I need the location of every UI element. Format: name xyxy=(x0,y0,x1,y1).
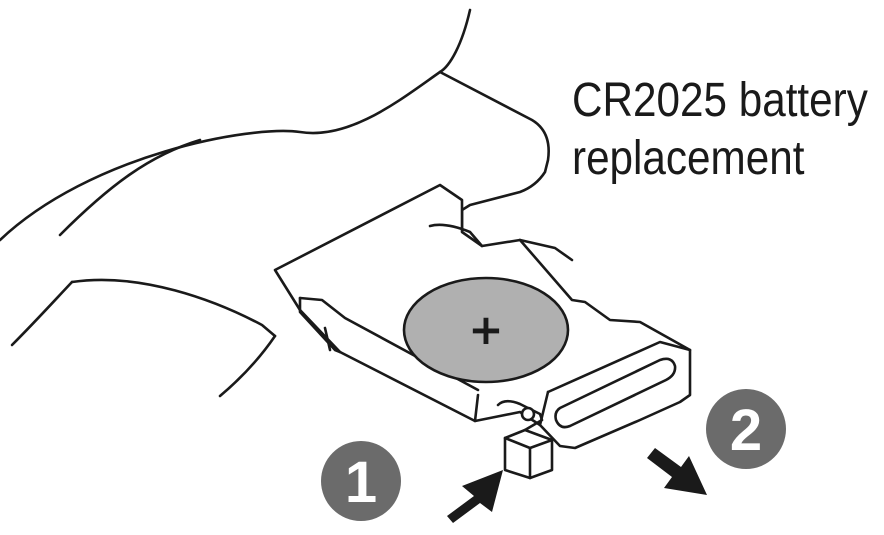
step-2-pull-arrow-icon xyxy=(647,448,707,495)
caption-line-2: replacement xyxy=(572,132,805,185)
caption-line-1: CR2025 battery xyxy=(572,74,868,127)
step-2-number: 2 xyxy=(730,398,762,463)
battery-polarity-mark: + xyxy=(468,305,503,354)
step-2-marker: 2 xyxy=(706,389,786,469)
step-1-number: 1 xyxy=(345,450,377,515)
step-1-push-arrow-icon xyxy=(447,470,503,523)
coin-cell-battery: + xyxy=(402,276,570,384)
step-1-marker: 1 xyxy=(321,441,401,521)
diagram-caption: CR2025 battery replacement xyxy=(572,72,868,188)
remote-control-body xyxy=(0,8,550,398)
